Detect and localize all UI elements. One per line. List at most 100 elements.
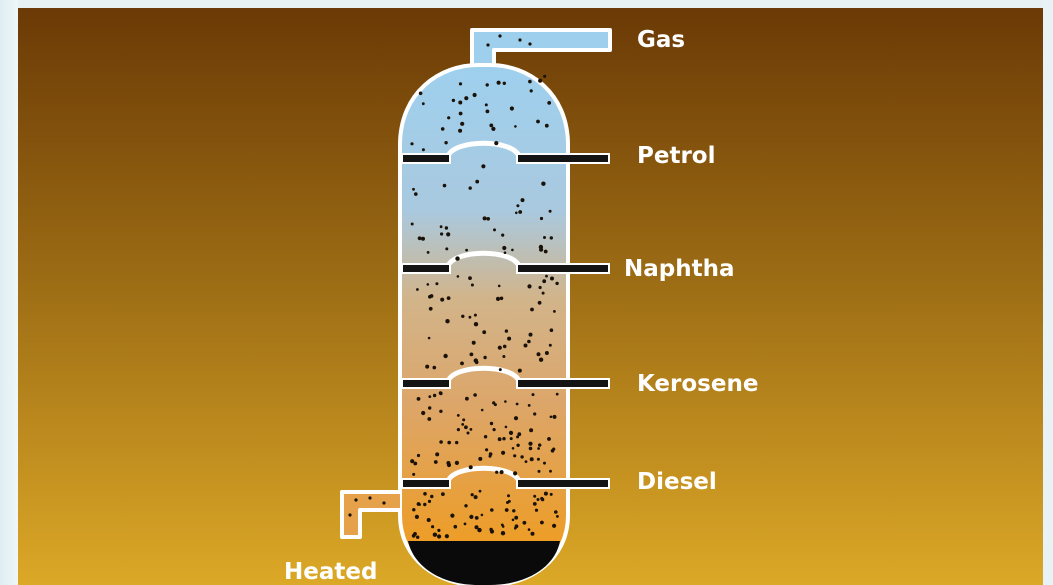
vapour-dot [465, 248, 468, 252]
label-heated: Heated [284, 559, 377, 585]
vapour-dot [536, 498, 540, 501]
vapour-dot [502, 344, 507, 349]
label-naphtha: Naphtha [624, 256, 735, 282]
vapour-dot [475, 179, 480, 184]
vapour-dot [470, 493, 474, 497]
vapour-dot [432, 393, 437, 398]
vapour-dot [483, 355, 487, 360]
vapour-dot [543, 74, 547, 78]
vapour-dot [382, 501, 386, 505]
vapour-particles [348, 34, 559, 539]
vapour-dot [550, 276, 554, 281]
vapour-dot [464, 425, 468, 430]
vapour-dot [485, 109, 490, 114]
vapour-dot [507, 494, 510, 498]
vapour-dot [489, 123, 494, 128]
vapour-dot [497, 437, 502, 442]
vapour-dot [446, 232, 451, 237]
vapour-dot [532, 502, 537, 506]
vapour-dot [523, 343, 528, 348]
vapour-dot [416, 535, 420, 539]
vapour-dot [548, 209, 552, 213]
vapour-dot [544, 123, 549, 128]
vapour-dot [530, 531, 535, 536]
vapour-dot [504, 400, 507, 403]
vapour-dot [549, 236, 553, 240]
vapour-dot [354, 498, 358, 502]
tray-kerosene [401, 365, 610, 389]
vapour-dot [494, 141, 499, 146]
vapour-dot [506, 501, 509, 504]
vapour-dot [426, 518, 431, 522]
vapour-dot [468, 465, 473, 470]
vapour-dot [416, 397, 421, 401]
vapour-dot [416, 288, 419, 291]
vapour-dot [421, 410, 426, 416]
vapour-dot [529, 428, 534, 433]
vapour-dot [516, 443, 520, 447]
vapour-dot [503, 251, 507, 254]
vapour-dot [549, 469, 552, 473]
vapour-dot [518, 38, 522, 42]
vapour-dot [466, 431, 470, 435]
vapour-dot [472, 92, 477, 98]
vapour-dot [477, 527, 482, 533]
vapour-dot [536, 457, 540, 461]
vapour-dot [491, 126, 496, 131]
vapour-dot [549, 328, 554, 333]
vapour-dot [543, 249, 548, 254]
vapour-dot [460, 361, 464, 366]
vapour-dot [539, 216, 544, 221]
vapour-dot [478, 456, 483, 461]
vapour-dot [498, 34, 502, 38]
vapour-dot [484, 103, 488, 107]
vapour-dot [428, 295, 432, 299]
vapour-dot [545, 274, 548, 278]
vapour-dot [502, 437, 506, 441]
vapour-dot [522, 520, 527, 525]
vapour-dot [416, 453, 421, 458]
vapour-dot [447, 116, 451, 120]
vapour-dot [469, 514, 474, 520]
vapour-dot [418, 91, 423, 96]
vapour-dot [435, 452, 440, 457]
vapour-dot [421, 236, 425, 241]
vapour-dot [428, 406, 432, 410]
vapour-dot [499, 296, 504, 301]
vapour-dot [441, 492, 445, 496]
vapour-dot [458, 128, 463, 133]
vapour-dot [485, 448, 489, 452]
vapour-dot [469, 352, 474, 357]
vapour-dot [538, 443, 542, 447]
vapour-dot [499, 470, 504, 475]
vapour-dot [500, 523, 504, 527]
vapour-dot [410, 142, 414, 146]
vapour-dot [411, 533, 416, 538]
vapour-dot [517, 368, 522, 373]
vapour-dot [538, 78, 543, 83]
vapour-dot [446, 462, 452, 468]
vapour-dot [520, 198, 525, 203]
vapour-dot [501, 450, 506, 455]
vapour-dot [455, 256, 460, 261]
vapour-dot [504, 329, 509, 333]
vapour-dot [455, 440, 459, 445]
vapour-dot [498, 368, 502, 372]
vapour-dot [542, 279, 547, 284]
vapour-dot [439, 225, 443, 229]
tray-naphtha [401, 250, 610, 274]
vapour-dot [428, 306, 433, 311]
vapour-dot [537, 300, 542, 305]
vapour-dot [461, 314, 465, 318]
vapour-dot [468, 186, 472, 190]
vapour-dot [456, 414, 460, 417]
vapour-dot [549, 492, 553, 496]
vapour-dot [481, 164, 486, 169]
vapour-dot [442, 183, 447, 188]
vapour-dot [462, 418, 466, 422]
vapour-dot [493, 228, 496, 232]
vapour-dot [432, 532, 438, 537]
vapour-dot [527, 528, 531, 531]
vapour-dot [464, 96, 469, 101]
vapour-dot [410, 459, 415, 464]
